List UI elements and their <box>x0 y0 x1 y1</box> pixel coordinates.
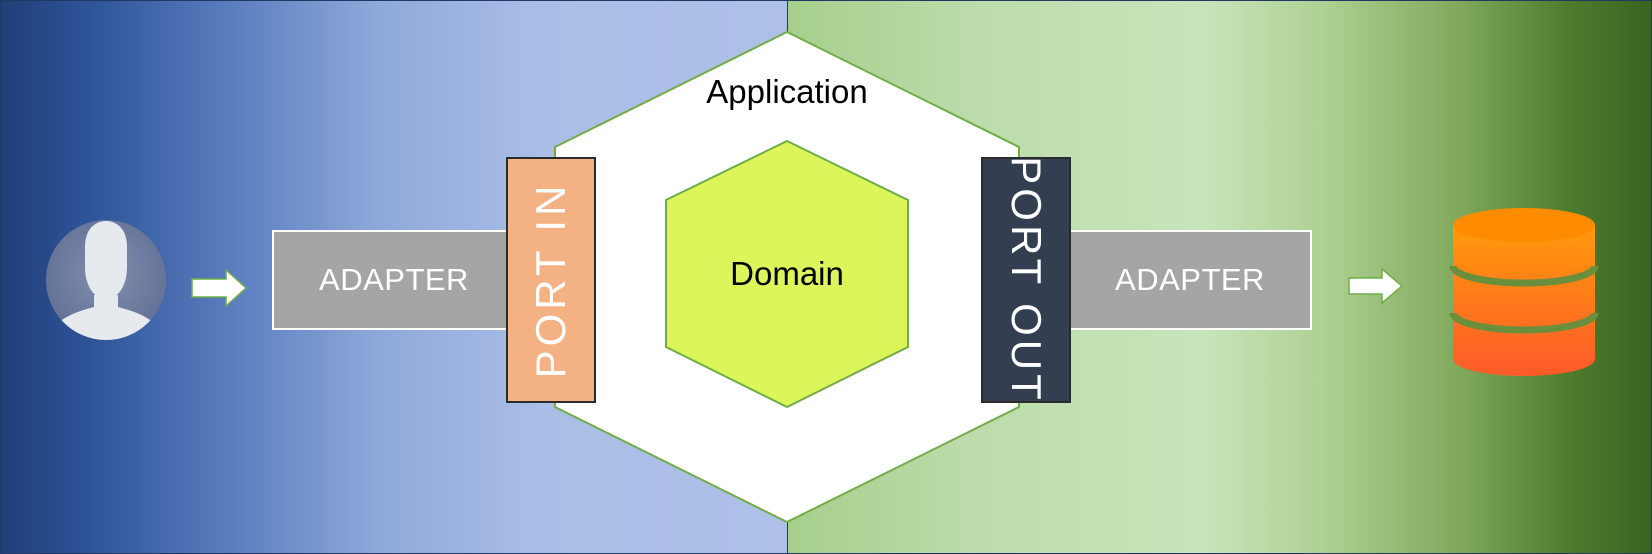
arrow-right-icon <box>1348 267 1404 305</box>
adapter-right: ADAPTER <box>1068 230 1312 330</box>
user-icon <box>46 220 166 340</box>
adapter-left: ADAPTER <box>272 230 516 330</box>
application-label: Application <box>706 73 868 110</box>
port-in: PORT IN <box>506 157 596 403</box>
domain-hexagon <box>665 139 909 409</box>
port-out-label: PORT OUT <box>1003 157 1050 403</box>
domain-label: Domain <box>730 255 844 292</box>
database-icon <box>1449 208 1599 376</box>
port-in-label: PORT IN <box>527 181 574 379</box>
arrow-right-icon <box>191 268 248 308</box>
port-out: PORT OUT <box>981 157 1071 403</box>
